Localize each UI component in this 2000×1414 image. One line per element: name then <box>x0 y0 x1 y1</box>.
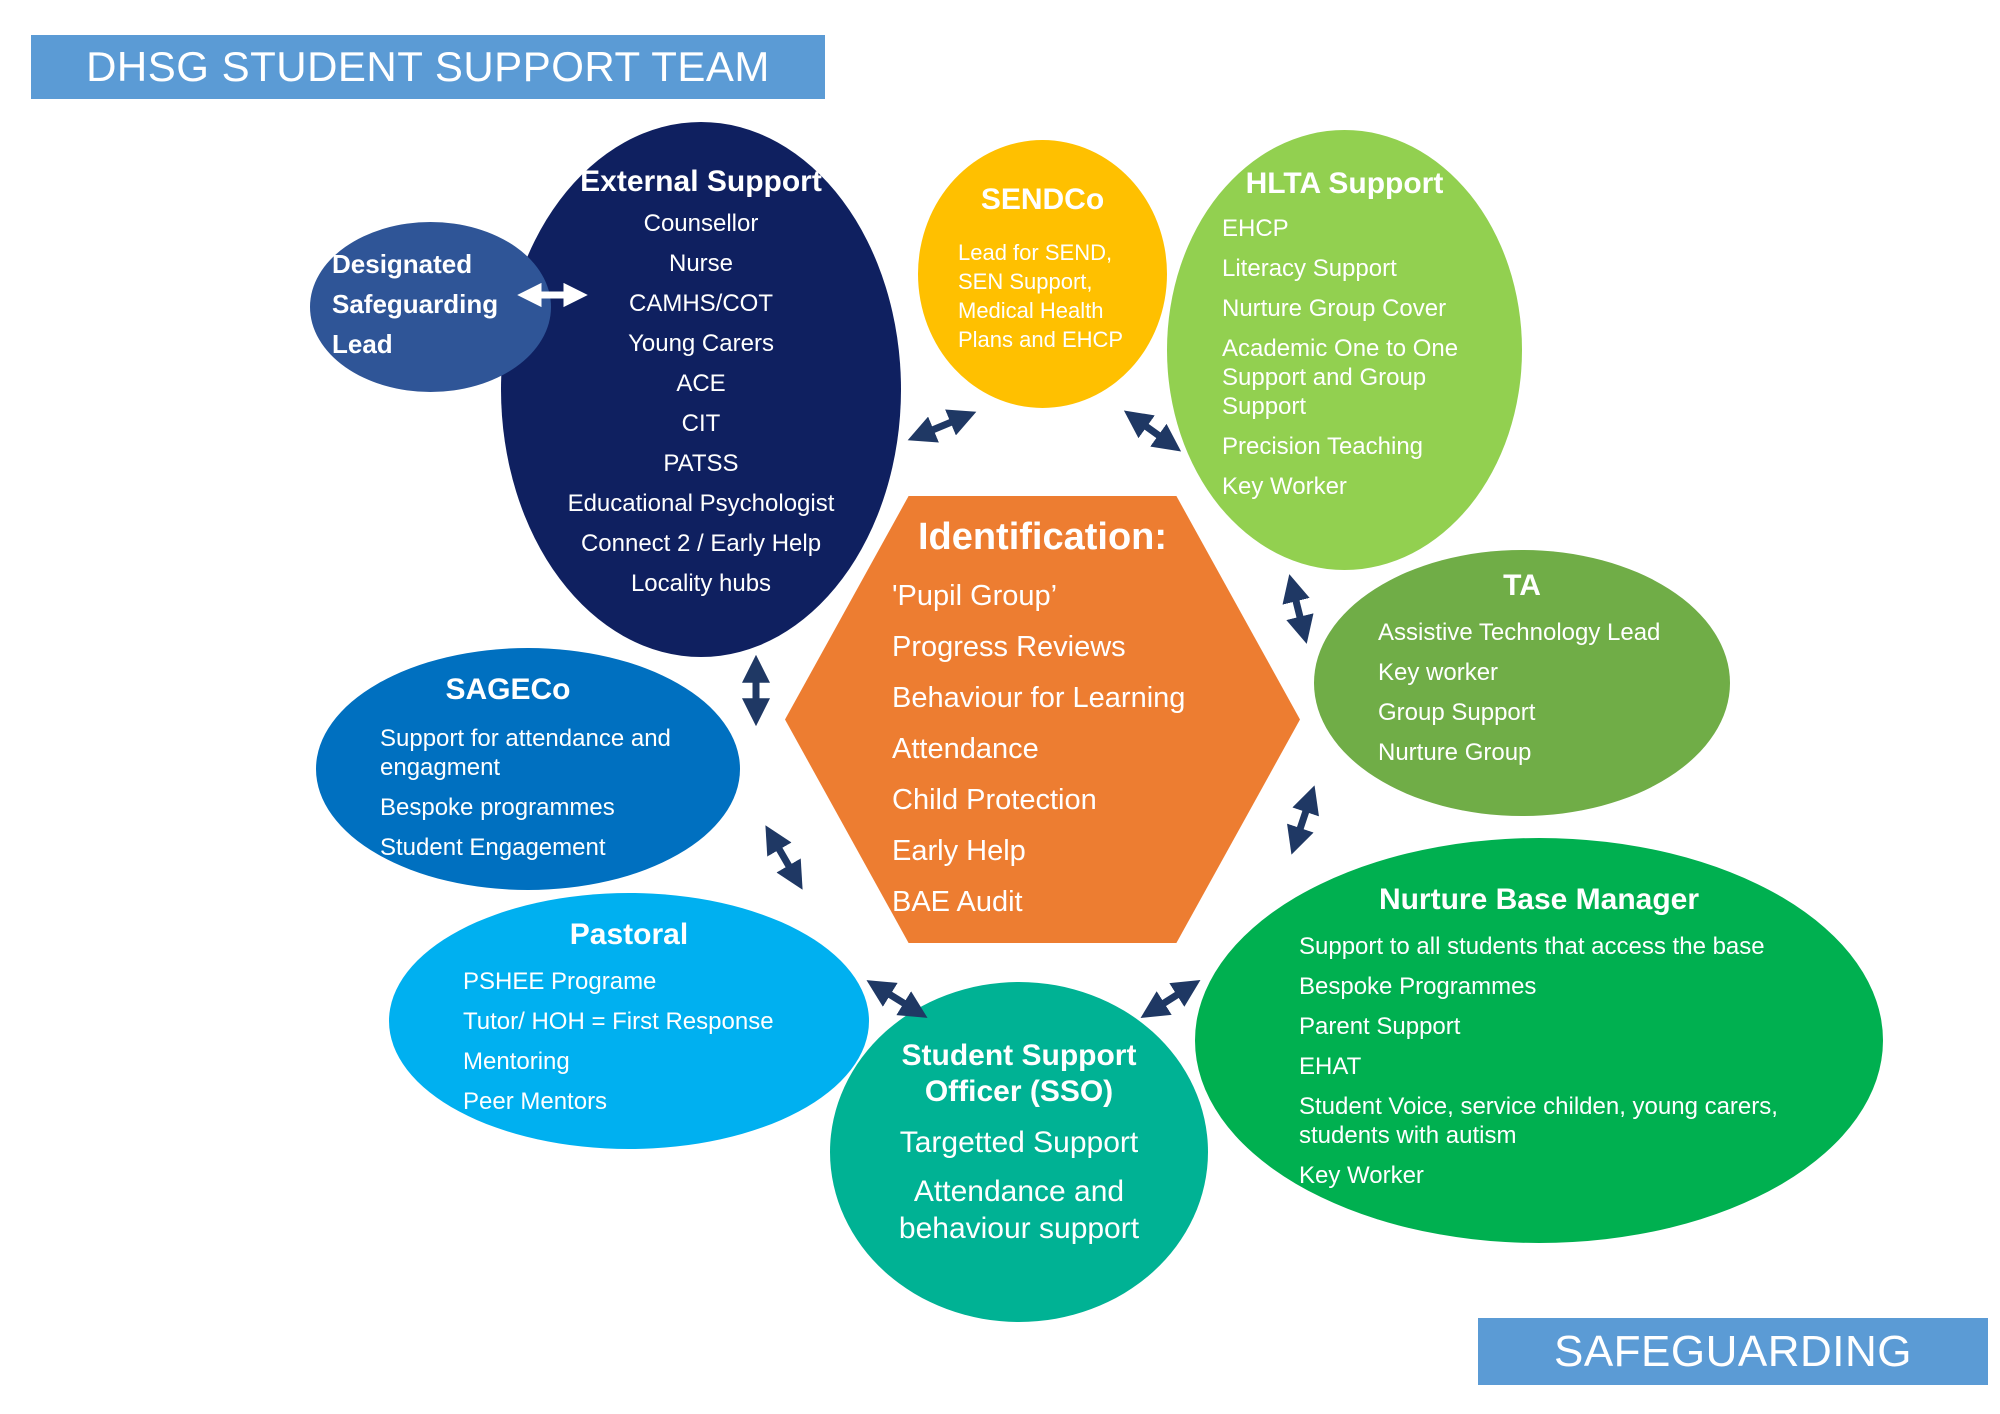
list-item: ACE <box>676 370 726 397</box>
list-item: Key Worker <box>1222 473 1347 500</box>
pastoral-heading: Pastoral <box>569 918 689 951</box>
list-item: Support to all students that access the … <box>1299 933 1765 960</box>
ta-bubble: TA Assistive Technology Lead Key worker … <box>1314 550 1730 816</box>
list-item: Connect 2 / Early Help <box>580 530 822 557</box>
nurture-base-manager-bubble: Nurture Base Manager Support to all stud… <box>1195 838 1883 1243</box>
list-item: Young Carers <box>628 330 774 357</box>
external-support-heading: External Support <box>580 165 822 198</box>
ta-list: Assistive Technology Lead Key worker Gro… <box>1378 618 1730 767</box>
list-item: Locality hubs <box>630 570 772 597</box>
list-item: PSHEE Programe <box>463 968 657 995</box>
list-item: Nurse <box>668 250 734 277</box>
dsl-line-2: Safeguarding <box>332 289 499 319</box>
dsl-line-1: Designated <box>332 249 473 279</box>
designated-safeguarding-lead-bubble: Designated Safeguarding Lead <box>310 222 551 392</box>
hlta-support-bubble: HLTA Support EHCP Literacy Support Nurtu… <box>1167 130 1522 570</box>
list-item: Targetted Support <box>899 1126 1139 1159</box>
list-item: Academic One to One Support and Group Su… <box>1222 335 1459 420</box>
double-arrow-icon <box>1123 410 1182 452</box>
list-item: Mentoring <box>463 1048 570 1075</box>
list-item: Student Voice, service childen, young ca… <box>1299 1093 1778 1149</box>
double-arrow-icon <box>907 409 977 443</box>
sendco-heading: SENDCo <box>980 183 1105 216</box>
footer-banner: SAFEGUARDING <box>1478 1318 1988 1385</box>
sageco-bubble: SAGECo Support for attendance and engagm… <box>316 648 740 890</box>
list-item: PATSS <box>663 450 739 477</box>
sso-heading: Student Support Officer (SSO) <box>901 1039 1137 1108</box>
list-item: Key worker <box>1378 659 1499 686</box>
list-item: Student Engagement <box>380 834 606 861</box>
list-item: CAMHS/COT <box>629 290 773 317</box>
dsl-line-3: Lead <box>332 329 393 359</box>
list-item: CIT <box>681 410 721 437</box>
page-title: DHSG STUDENT SUPPORT TEAM <box>86 43 770 90</box>
list-item: EHCP <box>1222 215 1289 242</box>
list-item: BAE Audit <box>892 886 1023 918</box>
list-item: Support for attendance and engagment <box>380 725 671 781</box>
identification-heading: Identification: <box>917 516 1168 558</box>
double-arrow-icon <box>1140 980 1201 1018</box>
hlta-support-list: EHCP Literacy Support Nurture Group Cove… <box>1222 214 1492 501</box>
list-item: Group Support <box>1378 699 1536 726</box>
list-item: Tutor/ HOH = First Response <box>463 1008 774 1035</box>
pastoral-list: PSHEE Programe Tutor/ HOH = First Respon… <box>463 967 869 1116</box>
list-item: Educational Psychologist <box>567 490 835 517</box>
list-item: Literacy Support <box>1222 255 1397 282</box>
ta-heading: TA <box>1503 569 1541 602</box>
nurture-heading: Nurture Base Manager <box>1378 883 1700 916</box>
list-item: Progress Reviews <box>892 631 1126 663</box>
title-banner: DHSG STUDENT SUPPORT TEAM <box>31 35 825 99</box>
sageco-heading: SAGECo <box>445 673 571 706</box>
identification-list: 'Pupil Group’ Progress Reviews Behaviour… <box>892 578 1185 935</box>
sendco-bubble: SENDCo Lead for SEND, SEN Support, Medic… <box>918 140 1167 408</box>
double-arrow-icon <box>1282 574 1314 644</box>
list-item: Attendance and behaviour support <box>898 1175 1140 1245</box>
list-item: Key Worker <box>1299 1162 1424 1189</box>
nurture-list: Support to all students that access the … <box>1299 932 1829 1190</box>
identification-hexagon: Identification: 'Pupil Group’ Progress R… <box>785 496 1300 943</box>
double-arrow-icon <box>866 980 928 1018</box>
list-item: Bespoke Programmes <box>1299 973 1537 1000</box>
sageco-list: Support for attendance and engagment Bes… <box>380 724 680 873</box>
list-item: Peer Mentors <box>463 1088 608 1115</box>
list-item: Assistive Technology Lead <box>1378 619 1661 646</box>
list-item: 'Pupil Group’ <box>892 580 1058 612</box>
list-item: Behaviour for Learning <box>892 682 1186 714</box>
list-item: Early Help <box>892 835 1026 867</box>
external-support-bubble: External Support Counsellor Nurse CAMHS/… <box>501 122 901 657</box>
pastoral-bubble: Pastoral PSHEE Programe Tutor/ HOH = Fir… <box>389 893 869 1149</box>
list-item: Bespoke programmes <box>380 794 615 821</box>
list-item: Parent Support <box>1299 1013 1461 1040</box>
dsl-heading: Designated Safeguarding Lead <box>332 244 502 364</box>
list-item: Child Protection <box>892 784 1097 816</box>
list-item: Attendance <box>892 733 1039 765</box>
list-item: Nurture Group Cover <box>1222 295 1447 322</box>
footer-label: SAFEGUARDING <box>1553 1326 1913 1376</box>
double-arrow-icon <box>1287 785 1319 855</box>
student-support-officer-bubble: Student Support Officer (SSO) Targetted … <box>830 982 1208 1322</box>
hlta-support-heading: HLTA Support <box>1245 167 1444 200</box>
double-arrow-icon <box>765 825 803 890</box>
sso-list: Targetted Support Attendance and behavio… <box>830 1124 1208 1247</box>
external-support-list: Counsellor Nurse CAMHS/COT Young Carers … <box>501 209 901 598</box>
list-item: Precision Teaching <box>1222 433 1424 460</box>
list-item: Nurture Group <box>1378 739 1532 766</box>
sendco-description: Lead for SEND, SEN Support, Medical Heal… <box>958 240 1124 352</box>
list-item: EHAT <box>1299 1053 1362 1080</box>
list-item: Counsellor <box>643 210 759 237</box>
